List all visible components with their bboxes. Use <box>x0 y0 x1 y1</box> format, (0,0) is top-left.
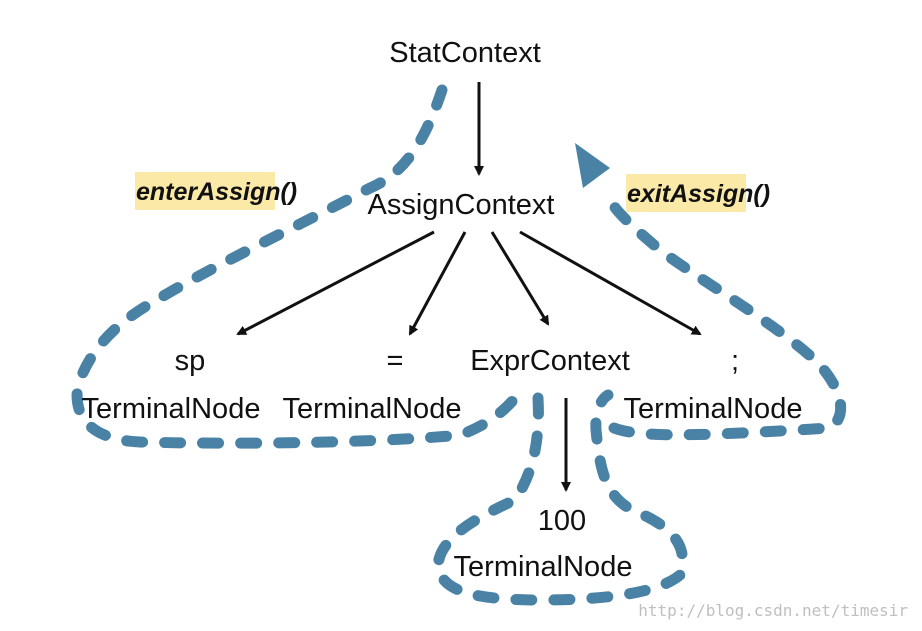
tree-walk-path <box>71 84 847 606</box>
exit-callout-highlight <box>626 174 746 212</box>
walk-path-down-left <box>71 84 521 449</box>
node-eq-label: = <box>387 345 404 377</box>
walk-direction-arrowhead <box>575 143 610 188</box>
node-sp-label: sp <box>175 345 206 377</box>
edge-assign-to-semi <box>519 230 702 336</box>
node-assign-context: AssignContext <box>368 189 555 221</box>
node-semi-type: TerminalNode <box>624 393 803 425</box>
exit-assign-callout: exitAssign() <box>627 180 770 208</box>
node-stat-context: StatContext <box>389 37 541 69</box>
watermark-text: http://blog.csdn.net/timesir <box>638 601 908 620</box>
walk-path-up-right <box>604 194 847 441</box>
walk-path-around-expr <box>432 389 689 606</box>
enter-assign-callout: enterAssign() <box>136 178 297 206</box>
node-expr-context: ExprContext <box>470 345 630 377</box>
edge-assign-to-sp <box>236 230 435 336</box>
node-num-type: TerminalNode <box>454 551 633 583</box>
node-num-label: 100 <box>538 505 586 537</box>
edge-assign-to-expr <box>490 231 550 326</box>
tree-edges <box>236 82 702 492</box>
node-semi-label: ; <box>731 345 739 377</box>
enter-callout-highlight <box>135 172 275 210</box>
edge-assign-to-eq <box>408 231 467 336</box>
node-eq-type: TerminalNode <box>283 393 462 425</box>
node-sp-type: TerminalNode <box>82 393 261 425</box>
